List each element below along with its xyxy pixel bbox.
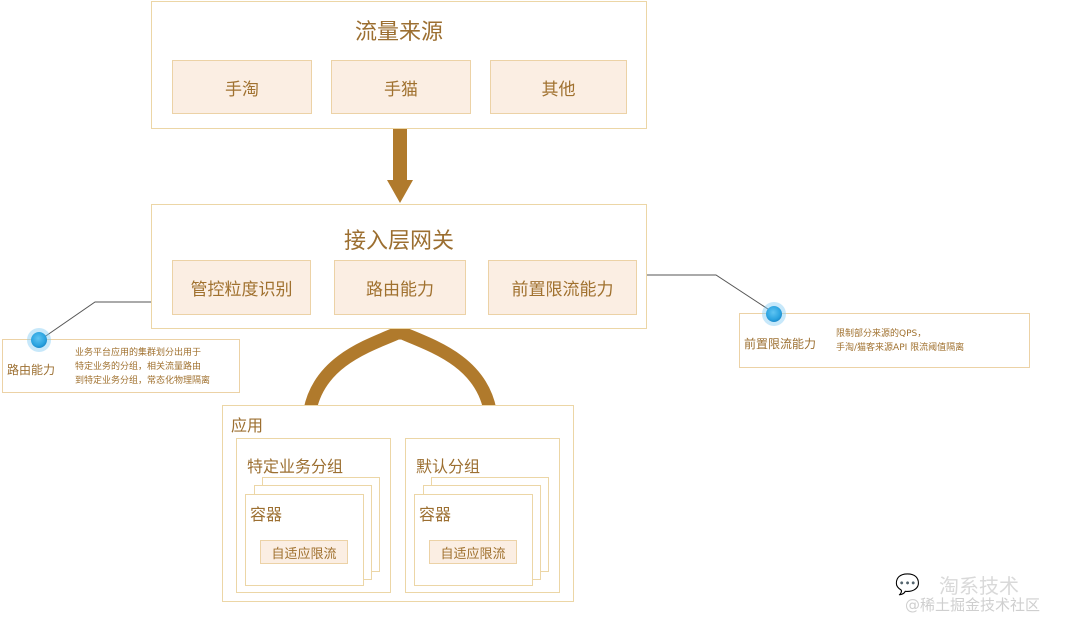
- note-routing: 路由能力 业务平台应用的集群划分出用于 特定业务的分组，相关流量路由 到特定业务…: [2, 339, 240, 393]
- gateway-item-granularity[interactable]: 管控粒度识别: [172, 260, 311, 315]
- note-pre-limit: 前置限流能力 限制部分来源的QPS， 手淘/猫客来源API 限流阈值隔离: [739, 313, 1030, 368]
- container-card[interactable]: 容器 自适应限流: [414, 494, 533, 586]
- leader-line-prelimit: [624, 274, 775, 314]
- note-routing-text: 业务平台应用的集群划分出用于 特定业务的分组，相关流量路由 到特定业务分组，常态…: [75, 348, 211, 386]
- watermark-brand: 淘系技术: [939, 574, 1019, 598]
- arrow-gateway-split: [303, 326, 497, 412]
- gateway-panel: 接入层网关 管控粒度识别 路由能力 前置限流能力: [151, 204, 647, 329]
- watermark: 💬 淘系技术 @稀土掘金技术社区: [895, 570, 1080, 620]
- adaptive-limit-feature[interactable]: 自适应限流: [260, 540, 348, 564]
- group-title: 默认分组: [416, 457, 481, 476]
- note-routing-title: 路由能力: [7, 363, 56, 377]
- wechat-icon: 💬: [895, 572, 920, 596]
- source-item-other[interactable]: 其他: [490, 60, 627, 114]
- group-specific-business: 特定业务分组 容器 自适应限流: [236, 438, 391, 593]
- traffic-source-panel: 流量来源 手淘 手猫 其他: [151, 1, 647, 129]
- container-label: 容器: [250, 505, 283, 524]
- container-label: 容器: [419, 505, 452, 524]
- annotation-dot-routing[interactable]: [31, 332, 47, 348]
- application-title: 应用: [231, 416, 264, 435]
- note-pre-limit-title: 前置限流能力: [744, 337, 817, 351]
- arrow-source-to-gateway: [387, 129, 413, 203]
- annotation-dot-pre-limit[interactable]: [766, 306, 782, 322]
- note-pre-limit-text: 限制部分来源的QPS， 手淘/猫客来源API 限流阈值隔离: [836, 329, 965, 353]
- group-default: 默认分组 容器 自适应限流: [405, 438, 560, 593]
- watermark-source: @稀土掘金技术社区: [905, 596, 1041, 614]
- application-panel: 应用 特定业务分组 容器 自适应限流 默认分组 容器 自适应限流: [222, 405, 574, 602]
- adaptive-limit-feature[interactable]: 自适应限流: [429, 540, 517, 564]
- gateway-item-pre-limit[interactable]: 前置限流能力: [488, 260, 637, 315]
- gateway-title: 接入层网关: [343, 229, 454, 254]
- source-item-taobao[interactable]: 手淘: [172, 60, 312, 114]
- traffic-source-title: 流量来源: [354, 20, 443, 45]
- leader-line-routing: [39, 301, 172, 341]
- arrow-split-top: [390, 328, 410, 340]
- group-title: 特定业务分组: [247, 457, 344, 476]
- container-card[interactable]: 容器 自适应限流: [245, 494, 364, 586]
- source-item-tmall[interactable]: 手猫: [331, 60, 471, 114]
- gateway-item-routing[interactable]: 路由能力: [334, 260, 466, 315]
